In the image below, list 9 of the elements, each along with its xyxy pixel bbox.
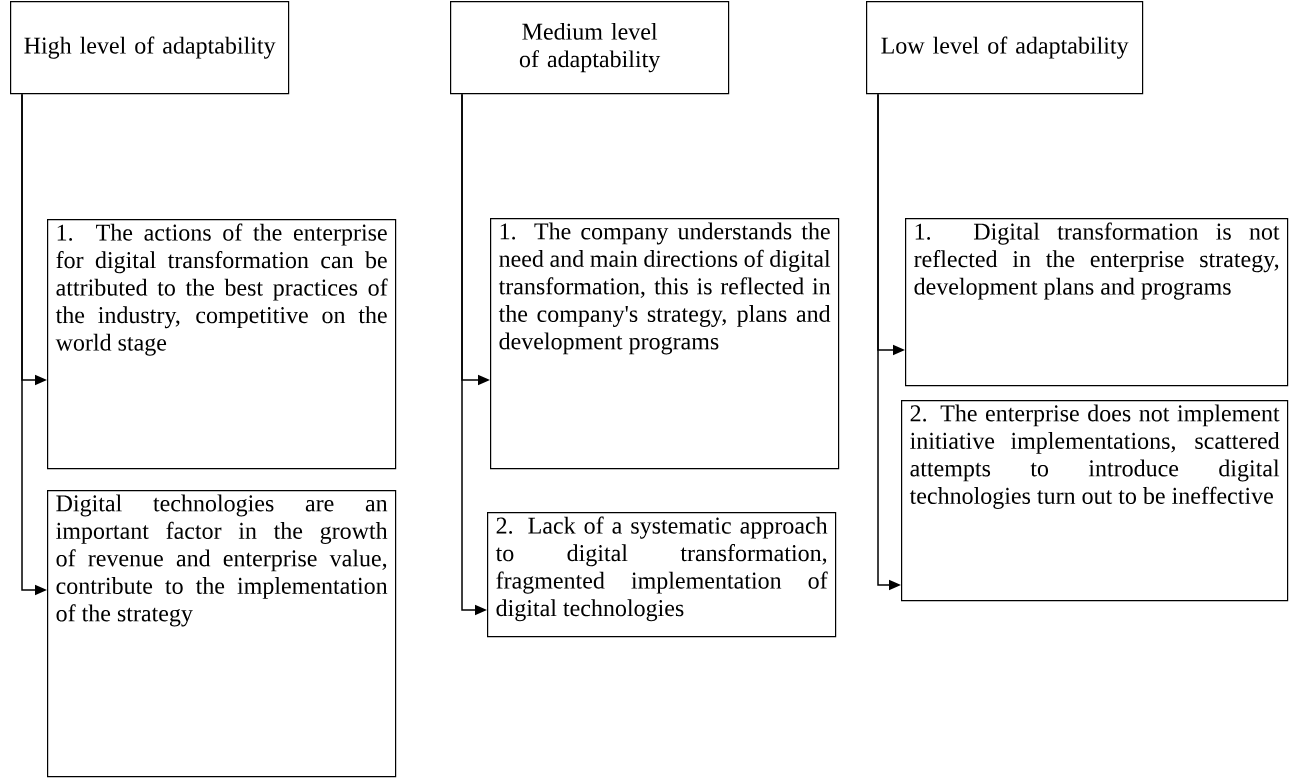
text-box: Digital technologies are an important factor in the growth of revenue and enterprise value, contribute to the implementation of the strategy [47, 490, 397, 778]
text-box: 1. Digital transformation is not reflected in the enterprise strategy, development plans and programs [905, 218, 1289, 387]
header-box: Medium level of adaptability [450, 1, 730, 95]
header-box: High level of adaptability [10, 1, 290, 95]
text-box: 1. The company understands the need and main directions of digital transformation, this is reflected in the company's strategy, plans and development programs [490, 218, 840, 470]
text-box: 2. The enterprise does not implement initiative implementations, scattered attempts to introduce digital technologies turn out to be ineffective [901, 400, 1289, 602]
text-box: 1. The actions of the enterprise for digital transformation can be attributed to the best practices of the industry, competitive on the world stage [47, 219, 397, 470]
header-box: Low level of adaptability [866, 1, 1144, 95]
text-box: 2. Lack of a systematic approach to digital transformation, fragmented implementation of digital technologies [487, 512, 837, 638]
